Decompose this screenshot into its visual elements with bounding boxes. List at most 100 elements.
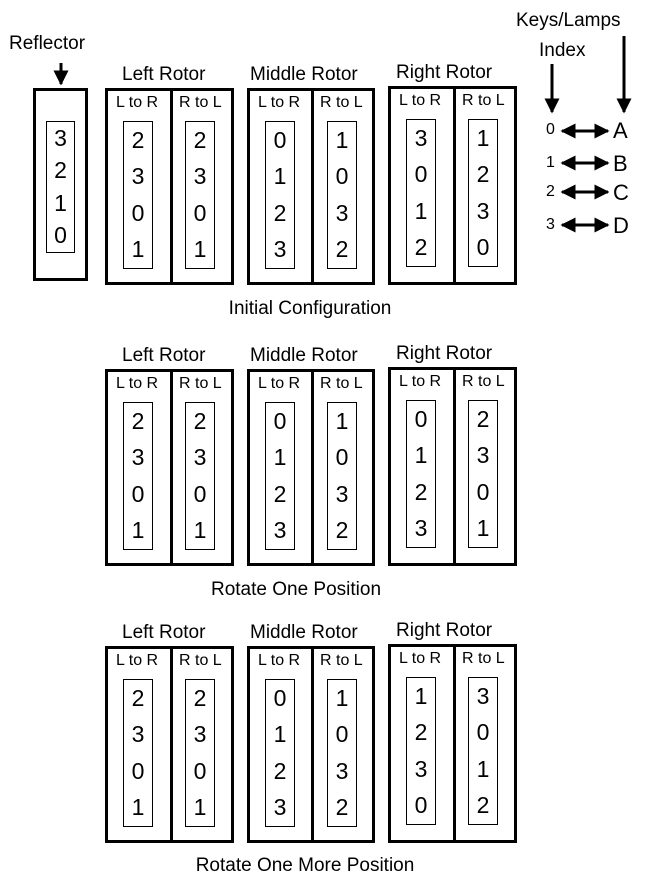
wiring-value: 3 [476,442,490,469]
rotor-name: Right Rotor [396,620,493,641]
rotor-name: Left Rotor [122,64,206,85]
wiring-value: 0 [193,199,207,226]
wiring-value: 1 [273,163,287,190]
section-caption: Rotate One More Position [195,855,415,876]
wiring-value: 1 [476,124,490,151]
column-header: R to L [320,375,363,392]
wiring-value: 2 [273,199,287,226]
rotor-rtl-wiring: 2 3 0 1 [185,121,215,269]
column-header: R to L [462,92,505,109]
rotor-ltr-wiring: 0 1 2 3 [265,121,295,269]
wiring-value: 1 [476,755,490,782]
wiring-value: 3 [414,515,428,542]
wiring-value: 2 [193,126,207,153]
rotor-ltr-wiring: 2 3 0 1 [123,402,153,550]
wiring-value: 1 [335,684,349,711]
wiring-value: 3 [273,517,287,544]
wiring-value: 0 [335,163,349,190]
wiring-value: 3 [193,721,207,748]
wiring-value: 0 [476,234,490,261]
rotor-box: L to R R to L 0 1 2 3 1 0 3 2 [247,646,375,843]
wiring-value: 1 [131,517,145,544]
wiring-value: 3 [476,682,490,709]
wiring-value: 0 [476,719,490,746]
lamp-letter: A [613,118,628,143]
wiring-value: 1 [414,197,428,224]
wiring-value: 2 [131,407,145,434]
wiring-value: 0 [273,407,287,434]
wiring-value: 3 [131,163,145,190]
index-title: Index [539,40,586,61]
rotor-name: Right Rotor [396,62,493,83]
wiring-value: 2 [273,757,287,784]
rotor-rtl-wiring: 2 3 0 1 [185,402,215,550]
rotor-ltr-wiring: 1 2 3 0 [406,677,436,825]
wiring-value: 0 [335,444,349,471]
column-header: L to R [258,375,301,392]
wiring-value: 2 [335,236,349,263]
lamp-letter: B [613,151,628,176]
wiring-value: 0 [273,684,287,711]
column-header: R to L [179,375,222,392]
key-index: 1 [546,154,555,171]
wiring-value: 3 [335,480,349,507]
rotor-name: Left Rotor [122,345,206,366]
column-header: R to L [462,650,505,667]
column-header: L to R [399,650,442,667]
rotor-name: Middle Rotor [250,622,358,643]
column-header: R to L [320,94,363,111]
rotor-box: L to R R to L 2 3 0 1 2 3 0 1 [105,646,234,843]
column-header: R to L [179,94,222,111]
rotor-ltr-wiring: 3 0 1 2 [406,119,436,267]
wiring-value: 0 [414,792,428,819]
wiring-value: 0 [131,757,145,784]
wiring-value: 0 [131,199,145,226]
wiring-value: 2 [335,794,349,821]
key-index: 0 [546,121,555,138]
section-caption: Initial Configuration [228,298,392,319]
reflector-box: 3 2 1 0 [33,88,88,281]
lamp-letter: C [613,180,629,205]
wiring-value: 2 [335,517,349,544]
rotor-box: L to R R to L 2 3 0 1 2 3 0 1 [105,88,234,285]
wiring-value: 2 [193,407,207,434]
rotor-box: L to R R to L 0 1 2 3 1 0 3 2 [247,88,375,285]
rotor-rtl-wiring: 3 0 1 2 [468,677,498,825]
column-header: L to R [258,94,301,111]
column-header: L to R [399,92,442,109]
column-header: R to L [179,652,222,669]
wiring-value: 0 [335,721,349,748]
wiring-value: 1 [273,444,287,471]
rotor-ltr-wiring: 2 3 0 1 [123,121,153,269]
wiring-value: 3 [414,124,428,151]
wiring-value: 0 [414,405,428,432]
rotor-rtl-wiring: 1 0 3 2 [327,679,357,827]
rotor-ltr-wiring: 2 3 0 1 [123,679,153,827]
reflector-value: 1 [54,189,67,216]
wiring-value: 0 [414,161,428,188]
rotor-ltr-wiring: 0 1 2 3 [265,679,295,827]
reflector-value: 3 [54,124,67,151]
column-header: L to R [116,652,159,669]
rotor-ltr-wiring: 0 1 2 3 [265,402,295,550]
wiring-value: 2 [414,234,428,261]
wiring-value: 1 [131,794,145,821]
reflector-wiring: 3 2 1 0 [46,121,75,253]
wiring-value: 1 [193,517,207,544]
wiring-value: 0 [476,478,490,505]
keys-lamps-title: Keys/Lamps [516,10,621,31]
rotor-name: Right Rotor [396,343,493,364]
wiring-value: 1 [131,236,145,263]
reflector-label: Reflector [9,33,86,54]
column-header: L to R [258,652,301,669]
wiring-value: 3 [476,197,490,224]
wiring-value: 1 [273,721,287,748]
rotor-box: L to R R to L 1 2 3 0 3 0 1 2 [388,644,517,843]
reflector-value: 2 [54,157,67,184]
reflector-value: 0 [54,222,67,249]
wiring-value: 2 [414,719,428,746]
rotor-box: L to R R to L 0 1 2 3 1 0 3 2 [247,369,375,566]
rotor-box: L to R R to L 2 3 0 1 2 3 0 1 [105,369,234,566]
wiring-value: 3 [335,757,349,784]
wiring-value: 1 [335,126,349,153]
